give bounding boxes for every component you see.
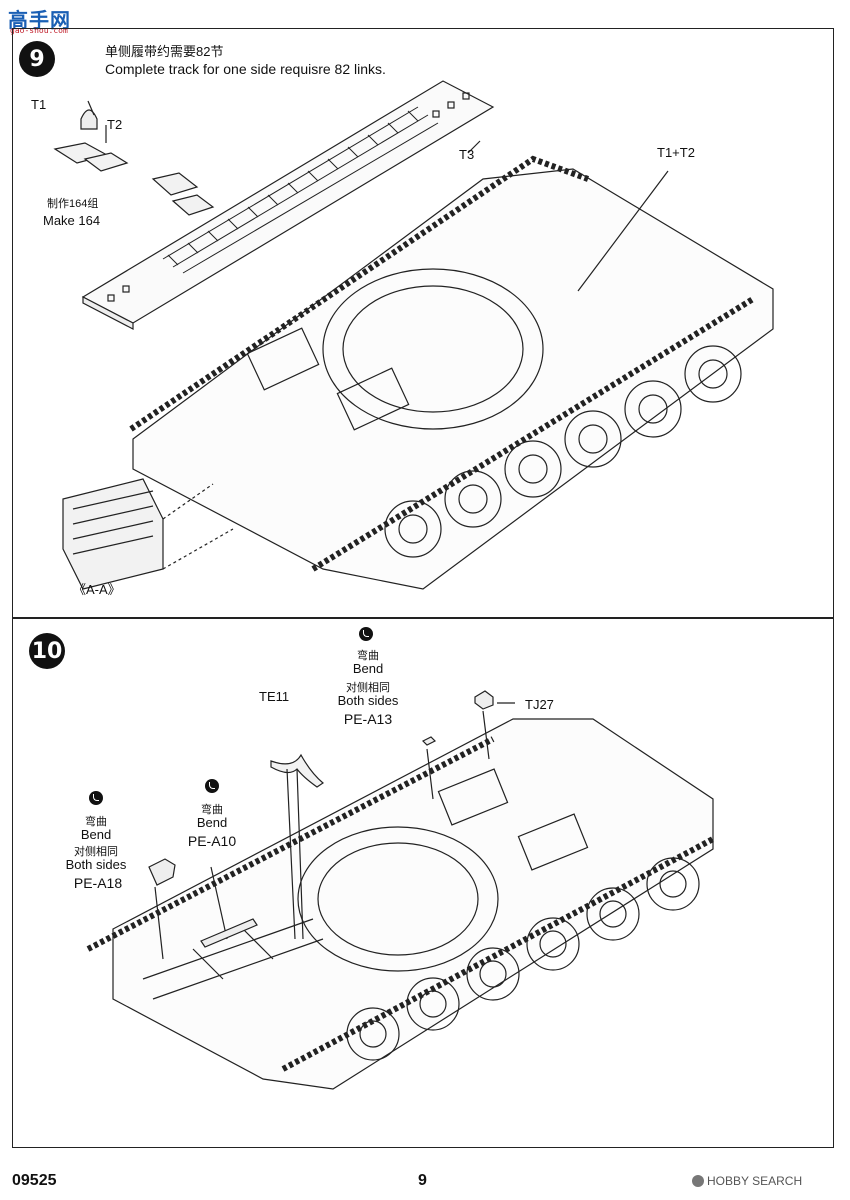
step-9-instruction-cn: 单侧履带约需要82节 [105, 44, 224, 59]
step-9-badge: 9 [19, 41, 55, 77]
step-9-drawing [53, 80, 774, 590]
pe-a13-both-en: Both sides [337, 693, 399, 708]
label-t3: T3 [459, 147, 475, 162]
step-10-badge: 10 [29, 633, 65, 669]
kit-code: 09525 [12, 1172, 57, 1189]
label-t1-t2: T1+T2 [657, 145, 695, 160]
step-10-panel: 10 弯曲 Bend 对侧相同 Both sides PE-A13 TE11 T… [12, 618, 834, 1148]
watermark-url: gao-shou.com [10, 26, 68, 35]
pe-a13-bend-cn: 弯曲 [357, 650, 379, 662]
label-t1: T1 [31, 97, 47, 112]
label-make-en: Make 164 [43, 213, 101, 228]
source-text: HOBBY SEARCH [707, 1174, 803, 1188]
pe-a18-bend-cn: 弯曲 [85, 816, 107, 828]
pe-a10-bend-cn: 弯曲 [201, 804, 223, 816]
bend-icon [89, 791, 103, 805]
label-tj27: TJ27 [525, 697, 554, 712]
pe-a10-bend-en: Bend [196, 815, 228, 830]
pe-a13-part: PE-A13 [343, 711, 393, 727]
pe-a18-bend-en: Bend [80, 827, 112, 842]
label-t2: T2 [107, 117, 123, 132]
label-make-cn: 制作164组 [47, 198, 99, 210]
pe-a10-part: PE-A10 [187, 833, 237, 849]
pe-a18-both-en: Both sides [65, 857, 127, 872]
label-te11: TE11 [259, 689, 290, 704]
pe-a13-both-cn: 对侧相同 [346, 682, 390, 694]
source-watermark: HOBBY SEARCH [692, 1174, 802, 1188]
hobby-search-logo-icon [692, 1175, 704, 1187]
step-9-instruction-en: Complete track for one side requisre 82 … [105, 61, 386, 77]
pe-a13-bend-en: Bend [352, 661, 384, 676]
pe-a18-both-cn: 对侧相同 [74, 846, 118, 858]
bend-icon [359, 627, 373, 641]
step-9-panel: 9 单侧履带约需要82节 Complete track for one side… [12, 28, 834, 618]
step-10-drawing [86, 690, 715, 1090]
label-view-aa: 《A-A》 [73, 582, 121, 597]
pe-a18-part: PE-A18 [73, 875, 123, 891]
bend-icon [205, 779, 219, 793]
page-number: 9 [418, 1172, 427, 1189]
